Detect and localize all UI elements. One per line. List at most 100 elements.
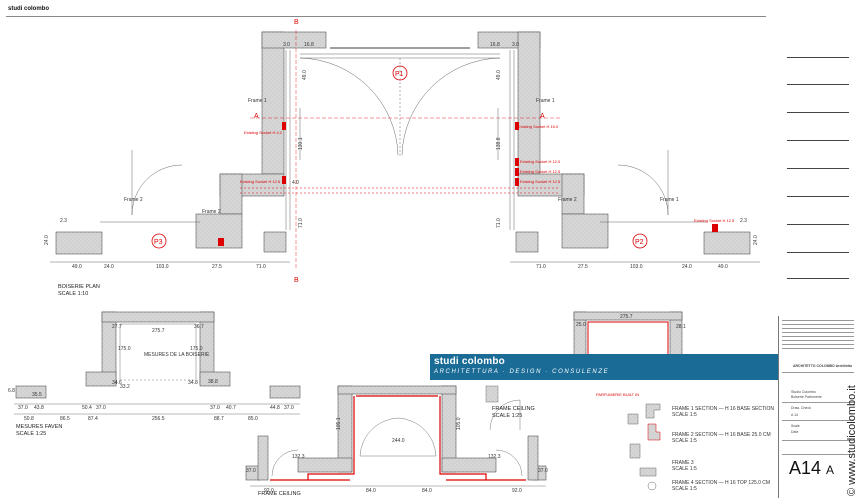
wall-segment: [55, 231, 103, 255]
elevation-dims: 132.3 244.0 132.3 37.0 37.0 92.0 84.0 84…: [246, 417, 548, 494]
tag-circle-p3: [151, 233, 167, 249]
plan-linework: [50, 30, 760, 268]
dim-label: 44.8: [270, 405, 280, 411]
wall-segment: [515, 231, 539, 253]
banner-name: studi colombo: [434, 356, 505, 367]
section-scale: SCALE 1:5: [672, 486, 697, 492]
titleblock-firm: ARCHITETTO COLOMBO Architetto: [793, 364, 853, 368]
dim-label: 87.4: [88, 416, 98, 422]
tag-p1: P1: [395, 71, 404, 78]
dim-label: 25.0: [576, 322, 586, 328]
detail-top-plan: [573, 311, 683, 363]
section-label: FRAME 1 SECTION — H 16 BASE SECTION: [672, 406, 774, 412]
dim-label: 3.0: [283, 42, 290, 48]
detail-scale: SCALE 1:25: [492, 413, 522, 419]
dim-label: 43.8: [34, 405, 44, 411]
dim-label: 103.0: [630, 264, 643, 270]
dim-label: 38.8: [208, 379, 218, 385]
section-labels: FRAME 1 SECTION — H 16 BASE SECTION SCAL…: [672, 406, 774, 492]
dim-label: 88.7: [214, 416, 224, 422]
dim-label: 28.1: [676, 324, 686, 330]
dim-label: 244.0: [392, 438, 405, 444]
dim-label: 3.0: [512, 42, 519, 48]
wall-segment: [703, 231, 751, 255]
section-details: [627, 403, 661, 491]
dim-label: 105.1: [336, 417, 342, 430]
dim-label: 275.7: [152, 328, 165, 334]
dim-label: 103.0: [156, 264, 169, 270]
plan-title: BOISERIE PLAN: [58, 284, 100, 290]
socket-note: Existing Socket H 15.0: [518, 124, 559, 129]
titleblock-line: Scale: [791, 424, 800, 428]
firm-header: studi colombo: [8, 6, 49, 12]
detail-top-redline: [587, 321, 669, 362]
frame-label: Frame 1: [248, 98, 267, 104]
detail-title: FRAME CEILING: [492, 406, 535, 412]
dim-label: 71.0: [298, 218, 304, 228]
dim-label: 130.1: [298, 137, 304, 150]
dim-label: 37.0: [210, 405, 220, 411]
dim-label: 37.0: [246, 468, 256, 474]
titleblock-line: Date: [791, 430, 799, 434]
dim-label: 132.3: [292, 454, 305, 460]
dim-label: 2.3: [740, 218, 747, 224]
section-scale: SCALE 1:5: [672, 412, 697, 418]
elevation-title: FRAME CEILING: [258, 491, 301, 497]
dim-label: 49.0: [72, 264, 82, 270]
tag-p2: P2: [635, 239, 644, 246]
socket-note: Existing Socket H 4.2: [244, 130, 283, 135]
dim-label: 37.0: [18, 405, 28, 411]
legend-rule: [787, 252, 849, 253]
studio-banner: studi colombo ARCHITETTURA · DESIGN · CO…: [430, 354, 778, 380]
dim-label: 49.0: [302, 70, 308, 80]
dim-label: 85.0: [248, 416, 258, 422]
sheet-number: A14 A: [789, 458, 834, 479]
section-marker-a-right: A: [540, 113, 545, 120]
socket-notes: Existing Socket H 4.2 Existing Socket H …: [240, 124, 735, 223]
dim-label: 71.0: [256, 264, 266, 270]
socket-note: Existing Socket H 12.5: [520, 169, 561, 174]
dim-label: 37.0: [284, 405, 294, 411]
dim-label: 92.0: [264, 488, 274, 494]
dim-label: 92.0: [512, 488, 522, 494]
legend-rule: [787, 224, 849, 225]
titleblock-line: Draw. Check: [791, 406, 811, 410]
dim-label: 27.7: [112, 324, 122, 330]
titleblock-line: Boiserie Parfumerie: [791, 395, 822, 399]
dim-label: 16.8: [304, 42, 314, 48]
sheet-revision: A: [826, 463, 835, 477]
boiserie-plan: [55, 31, 751, 255]
dim-label: 50.8: [24, 416, 34, 422]
dim-label: 16.8: [490, 42, 500, 48]
measures-note: MESURES DE LA BOISERIE: [144, 352, 210, 358]
dim-label: 49.0: [718, 264, 728, 270]
section-marker-b-bottom: B: [294, 277, 299, 284]
dim-label: 34.6: [112, 380, 122, 386]
legend-rule: [787, 57, 849, 58]
section-marker-b-top: B: [294, 19, 299, 26]
wall-segment: [261, 31, 327, 49]
header-rule: [6, 16, 766, 17]
dim-label: 84.0: [422, 488, 432, 494]
tag-circle-p2: [632, 233, 648, 249]
dim-label: 138.8: [496, 137, 502, 150]
dim-label: 36.7: [194, 324, 204, 330]
dim-label: 50.4: [82, 405, 92, 411]
measures-plan: [15, 311, 301, 399]
titleblock-line: A 14: [791, 413, 799, 417]
section-label: FRAME 2 SECTION — H 16 BASE 25.0 CM: [672, 432, 771, 438]
legend-rule: [787, 278, 849, 279]
plan-dimensions: 49.0 24.0 103.0 27.5 71.0 71.0 27.5 103.…: [44, 42, 759, 270]
dim-label: 86.5: [60, 416, 70, 422]
dim-label: 275.7: [620, 314, 633, 320]
section-marker-a-left: A: [254, 113, 259, 120]
dim-label: 37.0: [538, 468, 548, 474]
plan-scale: SCALE 1:10: [58, 291, 88, 297]
detail-red-note: PARFUMERIE BUILT IN: [596, 392, 639, 397]
dim-label: 24.0: [44, 235, 50, 245]
detail-top-linework: [485, 385, 521, 431]
dim-label: 175.0: [118, 346, 131, 352]
frame-label: Frame 2: [202, 209, 221, 215]
wall-segment: [263, 231, 287, 253]
